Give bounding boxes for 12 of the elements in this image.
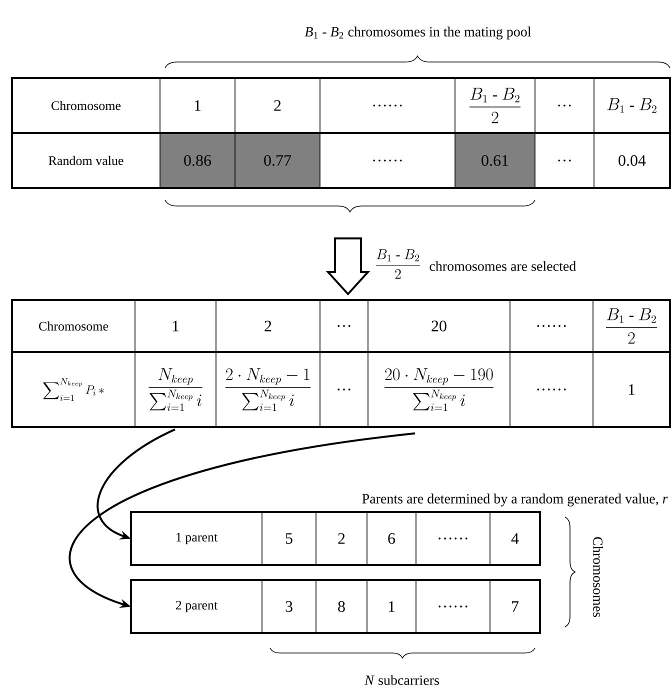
block-arrow: [326, 237, 370, 296]
fraction-label: $\frac{B_1\ \text{-}\ B_2}{2}$: [376, 249, 420, 279]
caption-text: B$_{1}$ - B$_{2}$ chromosomes in the mating pool: [304, 26, 532, 40]
table-row-box: Chromosome 1 2 … 20 …… $\frac{B_1\ \text{-}\ B_2}{2}$ $\sum\nolimits_{i=1}^{N_{keep}} P_i\,*$ $\frac{N_{keep}}{\sum\nolimits_{i=1}^{N_{keep}} i}$ $\frac{2\cdot N_{keep}-1}{\sum\nolimits_{i=1}^{N_{keep}} i}$ … $\frac{20\cdot N_{keep}-190}{\sum\nolimits_{i=1}^{N_{keep}} i}$ …… 1: [11, 299, 671, 428]
table-row-box: 2 parent 3 8 1 …… 7: [130, 579, 541, 634]
caption-text: Parents are determined by a random generated value, r: [362, 494, 668, 506]
curved-arrow: [69, 432, 416, 608]
table-row-box: 1 parent 5 2 6 …… 4: [130, 511, 541, 566]
table-row-box: Chromosome 1 2 …… $\frac{B_1\ \text{-}\ B_2}{2}$ … $B_1\text{ - }B_2$ Random value 0.86 0.77 …… 0.61 … 0.04: [11, 77, 671, 189]
side-label: Chromosomes: [593, 537, 603, 617]
caption-text: N subcarriers: [364, 675, 439, 685]
caption-text: chromosomes are selected: [430, 261, 576, 271]
